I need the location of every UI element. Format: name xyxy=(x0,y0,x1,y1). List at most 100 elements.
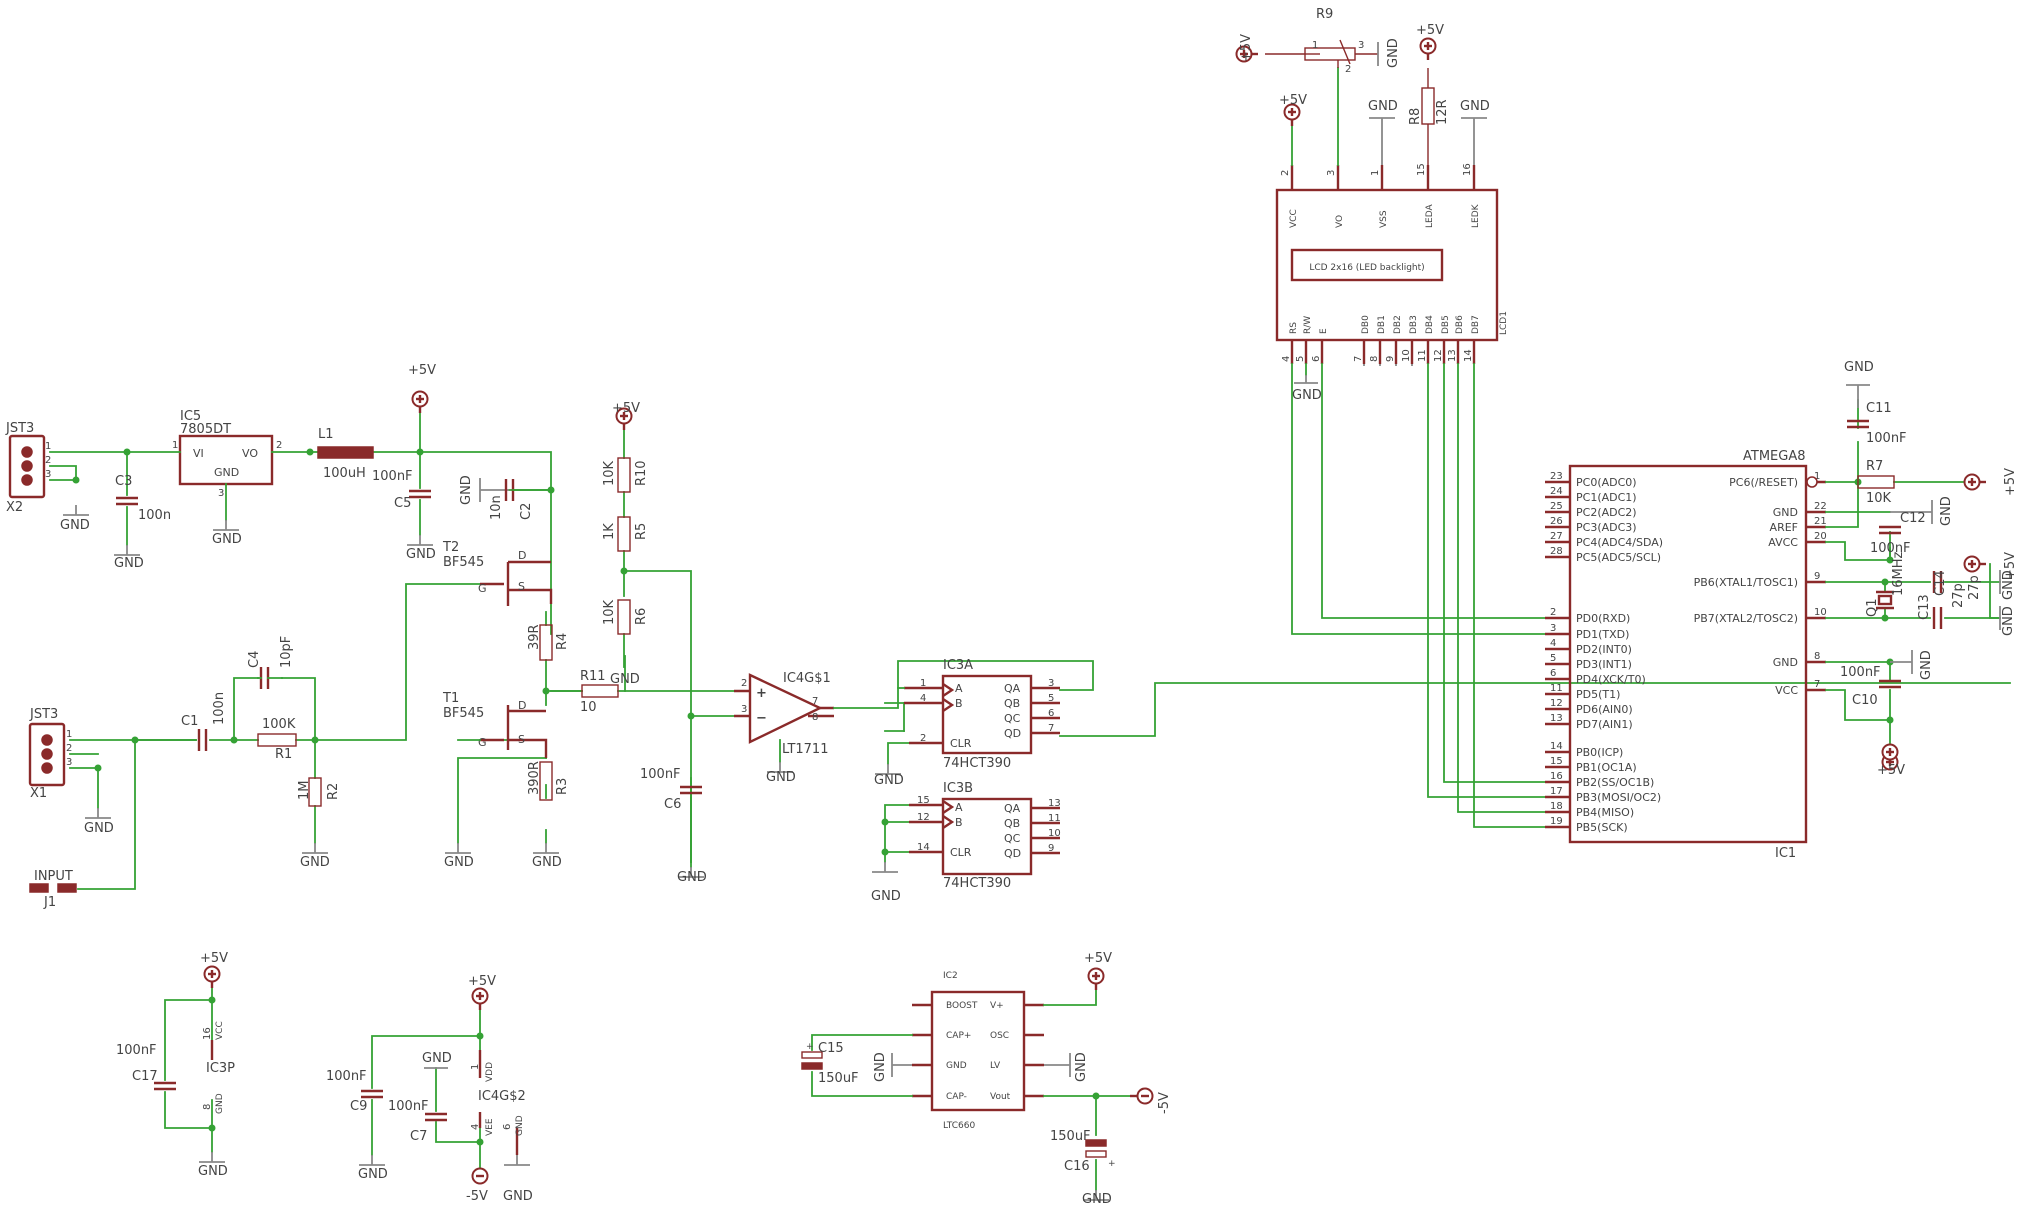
svg-text:QD: QD xyxy=(1004,847,1021,860)
svg-text:1: 1 xyxy=(1312,40,1318,51)
ic1-left-pin-label: PD6(AIN0) xyxy=(1576,703,1633,716)
ic1-left-pin-label: PD4(XCK/T0) xyxy=(1576,673,1646,686)
svg-text:2: 2 xyxy=(66,743,72,754)
lcd-bottom-pin-label: DB3 xyxy=(1409,315,1419,334)
crystal-q1: Q1 16MHz xyxy=(1865,551,1906,617)
svg-text:Q1: Q1 xyxy=(1865,598,1880,617)
svg-text:L1: L1 xyxy=(318,427,334,442)
ic1-right-pin-num: 7 xyxy=(1814,679,1820,690)
svg-text:C14: C14 xyxy=(1933,570,1948,596)
ic1-left-pin-num: 3 xyxy=(1550,623,1556,634)
svg-text:GND: GND xyxy=(1919,650,1934,680)
svg-text:-5V: -5V xyxy=(1157,1092,1172,1114)
lcd-top-pin-num: 3 xyxy=(1326,170,1337,176)
svg-text:3: 3 xyxy=(66,757,72,768)
lcd-bottom-pin-label: DB4 xyxy=(1425,315,1435,334)
svg-text:INPUT: INPUT xyxy=(34,869,73,884)
svg-text:−: − xyxy=(756,711,767,726)
svg-text:+5V: +5V xyxy=(1877,763,1905,778)
svg-text:S: S xyxy=(518,580,525,593)
resistor-r4: 39R R4 xyxy=(527,624,570,661)
lcd-bottom-pin-num: 5 xyxy=(1295,356,1306,362)
svg-text:VCC: VCC xyxy=(215,1021,225,1040)
ic1-left-pin-num: 2 xyxy=(1550,607,1556,618)
svg-text:GND: GND xyxy=(1460,99,1490,114)
svg-text:+5V: +5V xyxy=(408,363,436,378)
capacitor-c4: C4 10pF xyxy=(247,636,294,689)
capacitor-c10: 100nF C10 xyxy=(1840,665,1903,708)
ic1-left-pin-label: PB5(SCK) xyxy=(1576,821,1628,834)
lcd-bottom-pin-label: DB2 xyxy=(1393,315,1403,334)
svg-text:R7: R7 xyxy=(1866,459,1883,474)
svg-text:IC2: IC2 xyxy=(943,971,958,981)
svg-text:C4: C4 xyxy=(247,651,262,668)
svg-text:1: 1 xyxy=(45,441,51,452)
lcd-top-pin-label: VSS xyxy=(1379,210,1389,228)
svg-text:3: 3 xyxy=(218,488,224,499)
svg-text:10K: 10K xyxy=(602,599,617,625)
svg-text:GND: GND xyxy=(515,1115,525,1136)
svg-text:+5V: +5V xyxy=(1416,23,1444,38)
ic1-left-pin-num: 16 xyxy=(1550,771,1563,782)
ic1-left-pin-label: PD2(INT0) xyxy=(1576,643,1632,656)
ic1-left-pin-num: 6 xyxy=(1550,668,1556,679)
svg-text:12R: 12R xyxy=(1435,99,1450,125)
lcd-bottom-pin-label: E xyxy=(1319,328,1329,334)
connector-x2: JST3 X2 1 2 3 xyxy=(5,421,51,515)
svg-text:GND: GND xyxy=(610,672,640,687)
lcd-bottom-pin-num: 8 xyxy=(1369,356,1380,362)
lcd-bottom-pin-num: 10 xyxy=(1401,349,1412,362)
lcd-bottom-pin-label: DB6 xyxy=(1455,315,1465,334)
ic1-left-pin-label: PD3(INT1) xyxy=(1576,658,1632,671)
ic1-left-pin-num: 11 xyxy=(1550,683,1563,694)
svg-text:4: 4 xyxy=(920,693,926,704)
svg-text:7: 7 xyxy=(812,696,818,707)
svg-text:C7: C7 xyxy=(410,1129,427,1144)
svg-text:13: 13 xyxy=(1048,798,1061,809)
svg-text:10K: 10K xyxy=(1866,491,1892,506)
potentiometer-r9: R9 1 2 3 xyxy=(1265,7,1378,75)
svg-text:15: 15 xyxy=(917,795,930,806)
svg-text:C6: C6 xyxy=(664,797,681,812)
svg-text:A: A xyxy=(955,801,963,814)
resistor-r8: R8 12R xyxy=(1408,87,1450,125)
lcd-bottom-pin-label: DB7 xyxy=(1471,315,1481,334)
svg-text:R9: R9 xyxy=(1316,7,1333,22)
lcd-top-pin-label: VO xyxy=(1335,215,1345,228)
svg-text:16: 16 xyxy=(202,1027,213,1040)
svg-text:G: G xyxy=(478,582,487,595)
input-j1: INPUT J1 xyxy=(29,869,77,910)
ic1-right-pin-label: AREF xyxy=(1770,521,1798,534)
svg-text:GND: GND xyxy=(1082,1192,1112,1207)
ic1-left-pin-num: 15 xyxy=(1550,756,1563,767)
svg-text:100K: 100K xyxy=(262,717,296,732)
lcd-top-pin-label: LEDK xyxy=(1471,203,1481,228)
ic1-right-pin-label: GND xyxy=(1773,506,1798,519)
svg-text:GND: GND xyxy=(422,1051,452,1066)
svg-text:X1: X1 xyxy=(30,786,47,801)
ic5-value: 7805DT xyxy=(180,422,231,437)
svg-text:GND: GND xyxy=(532,855,562,870)
svg-text:GND: GND xyxy=(677,870,707,885)
svg-text:1: 1 xyxy=(920,678,926,689)
ic1-left-pin-label: PB4(MISO) xyxy=(1576,806,1634,819)
svg-text:B: B xyxy=(955,816,963,829)
svg-text:J1: J1 xyxy=(43,895,56,910)
svg-text:JST3: JST3 xyxy=(29,707,58,722)
svg-text:10: 10 xyxy=(580,700,597,715)
svg-text:IC3B: IC3B xyxy=(943,781,973,796)
ic1-left-pin-label: PC5(ADC5/SCL) xyxy=(1576,551,1661,564)
ic1-right-pin-num: 9 xyxy=(1814,571,1820,582)
svg-text:G: G xyxy=(478,736,487,749)
svg-text:+5V: +5V xyxy=(2003,468,2018,496)
svg-text:100nF: 100nF xyxy=(1866,431,1907,446)
svg-text:10pF: 10pF xyxy=(279,636,294,668)
svg-text:2: 2 xyxy=(920,733,926,744)
svg-text:7: 7 xyxy=(1048,723,1054,734)
lcd-top-pin-num: 15 xyxy=(1416,163,1427,176)
svg-text:+5V: +5V xyxy=(200,951,228,966)
svg-text:GND: GND xyxy=(300,855,330,870)
svg-text:BF545: BF545 xyxy=(443,555,484,570)
svg-text:C11: C11 xyxy=(1866,401,1892,416)
svg-text:4: 4 xyxy=(470,1124,481,1130)
